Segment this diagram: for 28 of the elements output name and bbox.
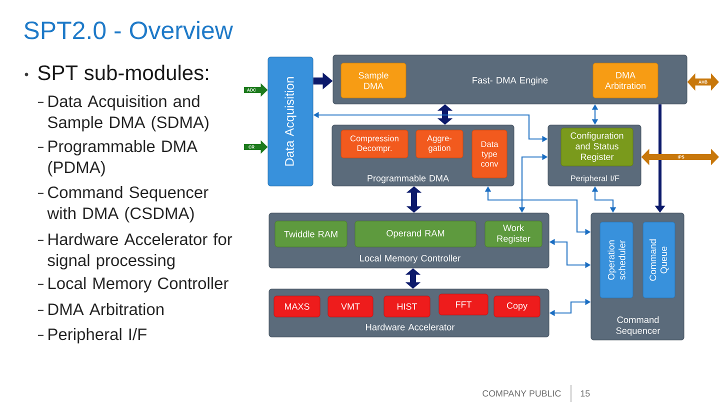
- footer-text: COMPANY PUBLIC: [482, 390, 561, 397]
- list-item: Hardware Accelerator for signal processing: [48, 233, 232, 270]
- accelerator-box: Copy: [494, 296, 540, 318]
- submodule-box: Command Queue: [642, 222, 676, 298]
- list-item: DMA Arbitration: [48, 303, 164, 316]
- submodule-box: Compression Decompr.: [340, 130, 408, 158]
- submodule-box: Sample DMA: [340, 62, 406, 98]
- accelerator-box: HIST: [384, 296, 430, 318]
- module-block: Data Acquisition: [268, 56, 314, 186]
- list-item: Programmable DMA (PDMA): [48, 140, 198, 176]
- register-box: Configuration and Status Register: [560, 128, 634, 166]
- accelerator-box: MAXS: [274, 296, 320, 318]
- accelerator-box: FFT: [438, 294, 488, 316]
- list-item: Data Acquisition and Sample DMA (SDMA): [48, 95, 208, 132]
- list-item: Command Sequencer with DMA (CSDMA): [47, 186, 208, 222]
- submodule-box: Aggre- gation: [416, 130, 464, 158]
- page-number: 15: [580, 390, 590, 397]
- memory-box: Twiddle RAM: [274, 220, 348, 248]
- memory-box: Work Register: [484, 220, 542, 248]
- submodule-box: DMA Arbitration: [592, 62, 658, 98]
- list-heading: SPT sub-modules:: [38, 64, 208, 80]
- submodule-box: Data type conv: [472, 130, 508, 178]
- memory-box: Operand RAM: [354, 220, 476, 248]
- submodule-box: Operation scheduler: [600, 222, 634, 298]
- accelerator-box: VMT: [328, 296, 374, 318]
- slide-title: SPT2.0 - Overview: [24, 20, 234, 40]
- list-item: Local Memory Controller: [48, 277, 228, 292]
- list-item: Peripheral I/F: [48, 328, 146, 344]
